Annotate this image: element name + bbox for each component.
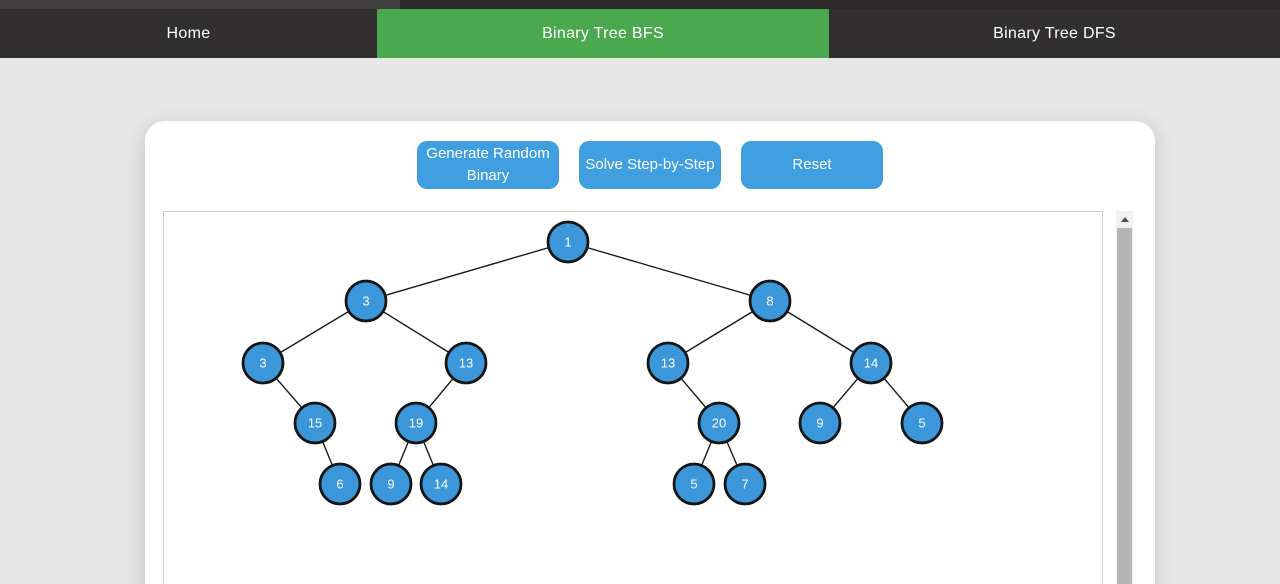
svg-text:8: 8 xyxy=(766,293,773,308)
svg-text:13: 13 xyxy=(661,355,675,370)
toolbar: Generate Random Binary Solve Step-by-Ste… xyxy=(145,141,1155,189)
tree-node-6: 6 xyxy=(318,462,362,506)
tree-node-8: 8 xyxy=(748,279,792,323)
tree-node-15: 15 xyxy=(293,401,337,445)
tab-binary-tree-bfs[interactable]: Binary Tree BFS xyxy=(377,9,829,58)
svg-text:13: 13 xyxy=(459,355,473,370)
svg-text:1: 1 xyxy=(564,234,571,249)
scrollbar-up-button[interactable] xyxy=(1116,211,1133,228)
reset-button[interactable]: Reset xyxy=(741,141,883,189)
svg-text:19: 19 xyxy=(409,415,423,430)
tree-node-14: 14 xyxy=(419,462,463,506)
generate-random-binary-button[interactable]: Generate Random Binary xyxy=(417,141,559,189)
chevron-up-icon xyxy=(1120,217,1129,222)
tree-node-5: 5 xyxy=(672,462,716,506)
svg-text:14: 14 xyxy=(864,355,878,370)
tree-node-3: 3 xyxy=(344,279,388,323)
svg-text:14: 14 xyxy=(434,476,448,491)
window-top-strip xyxy=(0,0,1280,9)
tree-node-7: 7 xyxy=(723,462,767,506)
tree-node-20: 20 xyxy=(697,401,741,445)
tree-node-13: 13 xyxy=(444,341,488,385)
tree-node-9: 9 xyxy=(369,462,413,506)
svg-text:15: 15 xyxy=(308,415,322,430)
tab-home[interactable]: Home xyxy=(166,24,211,42)
tree-node-13: 13 xyxy=(646,341,690,385)
tree-node-3: 3 xyxy=(241,341,285,385)
svg-text:9: 9 xyxy=(816,415,823,430)
svg-text:5: 5 xyxy=(918,415,925,430)
tree-node-5: 5 xyxy=(900,401,944,445)
tab-binary-tree-dfs[interactable]: Binary Tree DFS xyxy=(993,24,1116,42)
tree-edge xyxy=(365,241,569,302)
svg-text:5: 5 xyxy=(690,476,697,491)
svg-text:3: 3 xyxy=(259,355,266,370)
svg-text:7: 7 xyxy=(741,476,748,491)
tree-node-19: 19 xyxy=(394,401,438,445)
svg-text:20: 20 xyxy=(712,415,726,430)
top-nav: Home Binary Tree BFS Binary Tree DFS xyxy=(0,9,1280,58)
svg-text:9: 9 xyxy=(387,476,394,491)
content-card: Generate Random Binary Solve Step-by-Ste… xyxy=(145,121,1155,584)
tree-node-1: 1 xyxy=(546,220,590,264)
solve-step-by-step-button[interactable]: Solve Step-by-Step xyxy=(579,141,721,189)
tree-node-14: 14 xyxy=(849,341,893,385)
canvas-scrollbar[interactable] xyxy=(1116,211,1133,584)
scrollbar-thumb[interactable] xyxy=(1117,228,1132,584)
tree-edge xyxy=(567,241,771,302)
svg-text:3: 3 xyxy=(362,293,369,308)
tree-node-9: 9 xyxy=(798,401,842,445)
svg-text:6: 6 xyxy=(336,476,343,491)
page-background: Generate Random Binary Solve Step-by-Ste… xyxy=(0,58,1280,584)
